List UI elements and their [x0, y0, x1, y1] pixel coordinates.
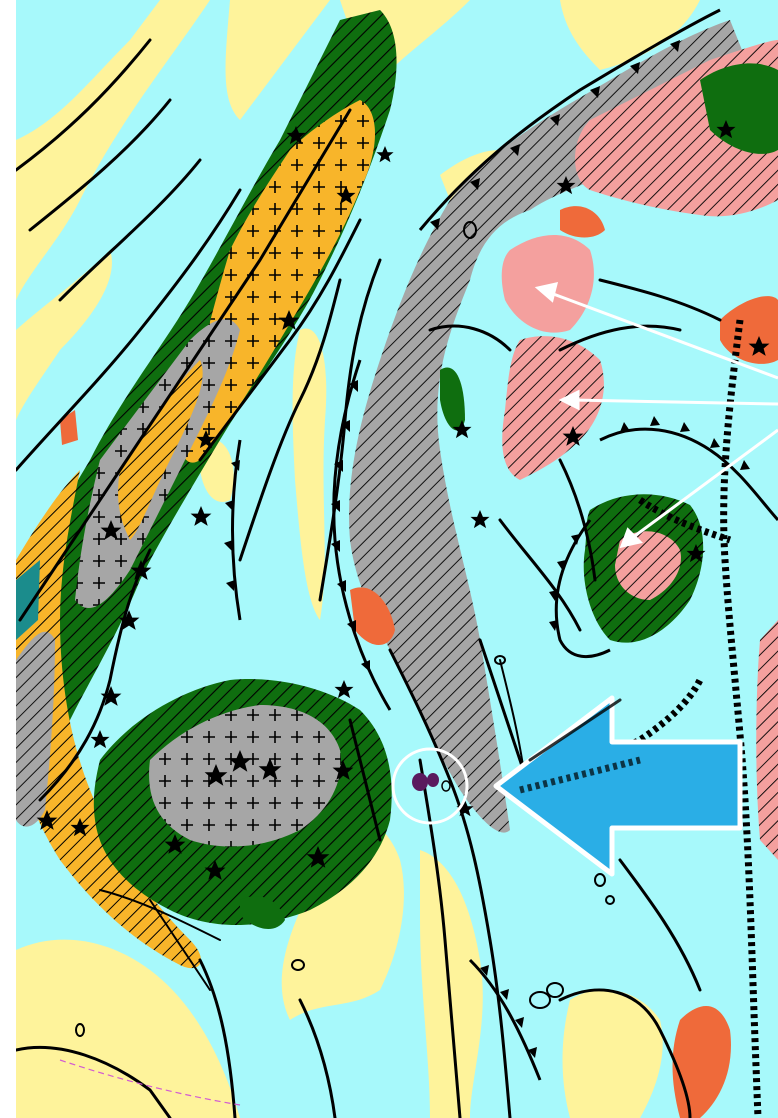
granite-orange-unit [180, 100, 375, 463]
orange-hatched-unit-southwest [16, 470, 201, 969]
geologic-map [16, 0, 778, 1118]
pink-hatched-unit-far-east [756, 620, 778, 860]
purple-locality [412, 773, 451, 792]
gray-crosses-unit-southwest [149, 705, 341, 847]
locality-circle-marker [391, 747, 469, 825]
thrust-tooth-icon [480, 965, 537, 1058]
sediment-unit-yellow [16, 0, 700, 1118]
thrust-tooth-icon [620, 416, 750, 470]
pink-unit-southeast-inner [615, 531, 681, 600]
pink-hatched-unit-east [502, 336, 604, 480]
pink-unit-east [501, 235, 594, 333]
pointer-arrows [534, 282, 778, 549]
gray-hatched-unit-west-edge [16, 631, 55, 827]
green-unit-patches [240, 63, 778, 930]
teal-unit [16, 560, 40, 640]
geologic-map-svg [16, 0, 778, 1118]
thrust-faults [224, 8, 778, 1081]
contact-on-arrow [528, 698, 622, 762]
thrust-tooth-icon [549, 534, 580, 631]
orange-hatched-unit-north [118, 360, 203, 540]
gray-hatched-unit-central [349, 20, 750, 833]
pink-dashed-line [59, 1059, 241, 1106]
small-outcrops [75, 221, 615, 1037]
